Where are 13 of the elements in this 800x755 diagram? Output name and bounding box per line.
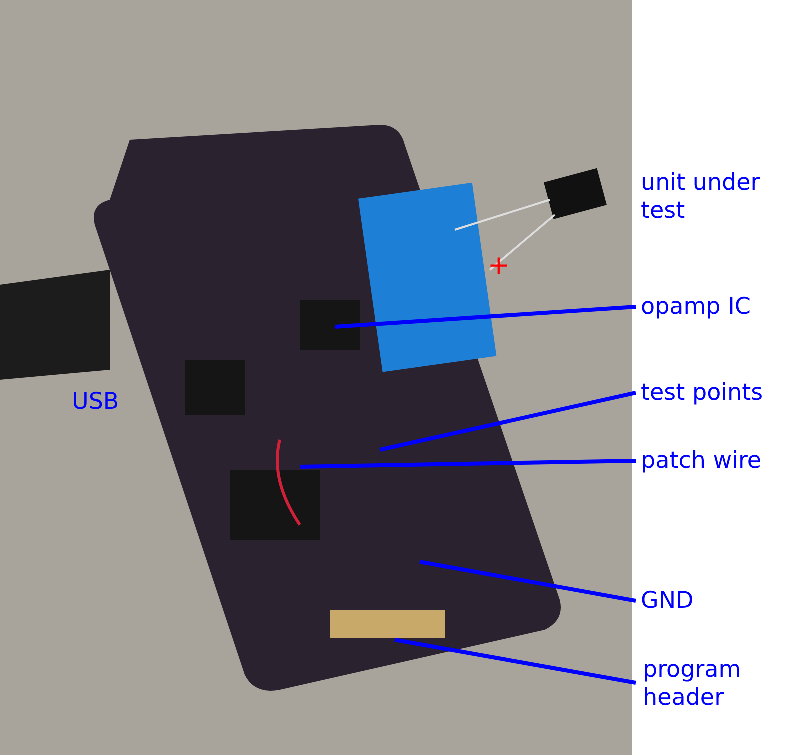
callout-label: patch wire [641,447,799,475]
part-label: USB [72,388,120,416]
leader-line [300,459,636,469]
leader-line [380,391,636,452]
polarity-mark: + [488,252,511,280]
callout-label: test points [641,379,799,407]
leader-line [394,638,636,685]
callout-label: program header [643,656,773,712]
leader-line [420,560,636,603]
callout-label: GND [641,587,799,615]
callout-label: opamp IC [641,293,799,321]
part-label: unit under test [641,169,762,225]
leader-line [334,305,636,329]
